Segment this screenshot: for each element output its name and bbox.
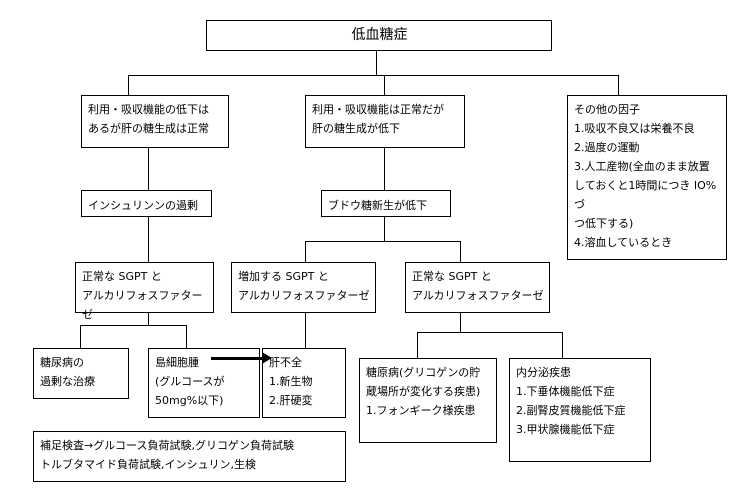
- connector-level2-drop-mid: [384, 75, 385, 95]
- node-insulin-excess[interactable]: インシュリンンの過剰: [81, 190, 212, 217]
- connector-level2-drop-left: [128, 75, 129, 95]
- arrow-islet-to-liver-head: [262, 352, 272, 364]
- node-liver-failure[interactable]: 肝不全 1.新生物 2.肝硬変: [262, 348, 346, 418]
- node-title-hypoglycemia[interactable]: 低血糖症: [206, 20, 552, 51]
- node-sgpt-normal-left[interactable]: 正常な SGPT と アルカリフォスファターゼ: [75, 262, 214, 321]
- arrow-islet-to-liver-shaft: [211, 357, 267, 360]
- connector-sgptright-bus: [417, 332, 563, 333]
- node-gluconeogenesis-down[interactable]: ブドウ糖新生が低下: [321, 190, 451, 217]
- connector-insulin-to-sgpt: [148, 216, 149, 262]
- connector-sgptright-drop-left: [417, 332, 418, 358]
- connector-gluconeo-trunk: [384, 216, 385, 241]
- connector-sgptleft-drop-right: [186, 325, 187, 348]
- connector-impaired-to-insulin: [148, 147, 149, 190]
- connector-sgptleft-drop-left: [80, 325, 81, 348]
- node-other-factors[interactable]: その他の因子 1.吸収不良又は栄養不良 2.過度の運動 3.人工産物(全血のまま…: [567, 95, 727, 260]
- node-normal-utilization[interactable]: 利用・吸収機能は正常だが 肝の糖生成が低下: [305, 95, 465, 148]
- node-sgpt-increased[interactable]: 増加する SGPT と アルカリフォスファターゼ: [231, 262, 376, 313]
- connector-gluconeo-bus: [305, 241, 461, 242]
- node-supplementary-tests[interactable]: 補足検査→グルコース負荷試験,グリコゲン負荷試験 トルブタマイド負荷試験,インシ…: [33, 431, 346, 482]
- connector-gluconeo-drop-left: [305, 241, 306, 262]
- node-diabetes-overtreatment[interactable]: 糖尿病の 過剰な治療: [33, 348, 129, 399]
- connector-sgptincreased-to-liver: [305, 312, 306, 348]
- connector-level2-drop-right: [618, 75, 619, 95]
- connector-sgptright-drop-right: [562, 332, 563, 358]
- connector-sgptright-trunk: [460, 312, 461, 332]
- connector-sgptleft-trunk: [148, 312, 149, 325]
- connector-level2-bus: [128, 75, 619, 76]
- connector-normal-to-gluconeo: [384, 147, 385, 190]
- node-impaired-utilization[interactable]: 利用・吸収機能の低下は あるが肝の糖生成は正常: [81, 95, 229, 148]
- connector-gluconeo-drop-right: [460, 241, 461, 262]
- node-glycogen-storage-disease[interactable]: 糖原病(グリコゲンの貯 蔵場所が変化する疾患) 1.フォンギーク様疾患: [359, 358, 497, 443]
- connector-sgptleft-bus: [80, 325, 187, 326]
- node-sgpt-normal-right[interactable]: 正常な SGPT と アルカリフォスファターゼ: [405, 262, 550, 313]
- connector-title-trunk: [376, 50, 377, 75]
- node-endocrine-disease[interactable]: 内分泌疾患 1.下垂体機能低下症 2.副腎皮質機能低下症 3.甲状腺機能低下症: [509, 358, 651, 462]
